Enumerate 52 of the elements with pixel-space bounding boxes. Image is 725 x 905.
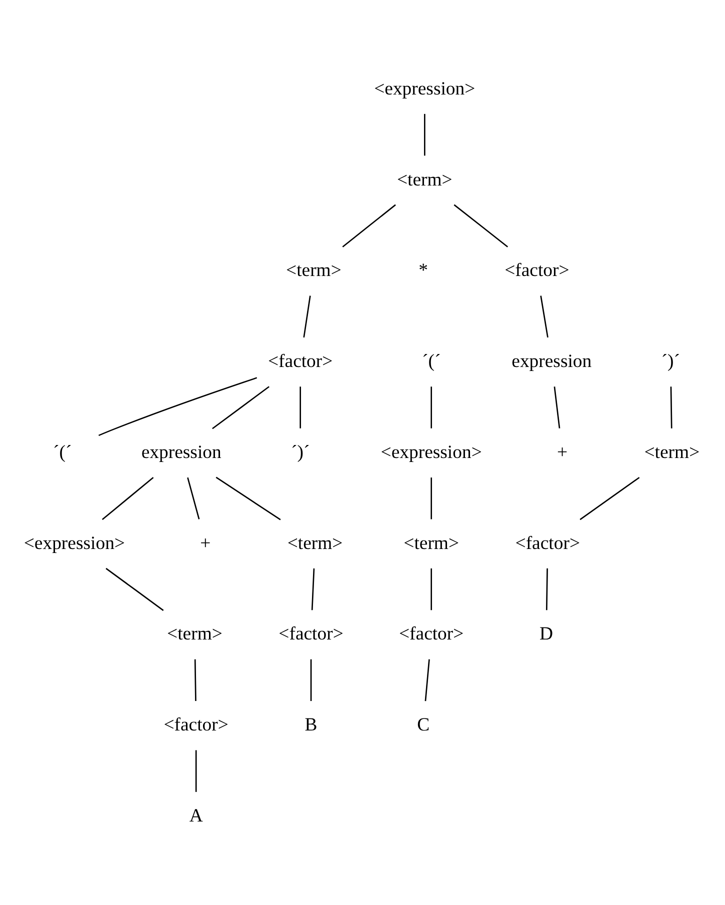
node-text: ´(´ xyxy=(422,350,441,372)
connector xyxy=(430,386,432,428)
connector xyxy=(311,568,315,610)
node-text: <expression> xyxy=(380,441,482,462)
node-text: <term> xyxy=(286,260,342,281)
node-text: B xyxy=(304,714,318,736)
node-text: + xyxy=(200,532,211,554)
node-text: <factor> xyxy=(278,623,344,644)
node-text: + xyxy=(557,441,568,462)
node-text: <term> xyxy=(287,532,343,554)
node-text: expression xyxy=(512,350,592,372)
connector xyxy=(670,386,672,428)
connector xyxy=(98,376,258,436)
connector xyxy=(546,568,548,610)
node-text: <term> xyxy=(404,532,460,554)
node-text: <factor> xyxy=(164,714,228,736)
connector xyxy=(430,568,432,610)
connector xyxy=(310,658,312,701)
node-text: <term> xyxy=(396,168,452,190)
node-text: C xyxy=(417,714,430,736)
node-text: <factor> xyxy=(515,532,580,554)
connector xyxy=(194,658,196,701)
node-text: <term> xyxy=(644,441,700,462)
node-text: <factor> xyxy=(398,623,464,644)
connector xyxy=(300,386,301,428)
connector xyxy=(106,567,164,610)
node-text: <expression> xyxy=(374,78,476,99)
connector xyxy=(540,295,548,338)
connector xyxy=(187,476,200,519)
connector xyxy=(303,295,311,338)
node-text: <term> xyxy=(167,623,222,644)
label: * xyxy=(418,260,428,281)
connector xyxy=(212,386,270,429)
node-text: expression xyxy=(141,441,222,462)
connector xyxy=(454,204,508,247)
connector xyxy=(195,750,197,792)
node-text: ´)´ xyxy=(661,350,680,372)
connector xyxy=(424,113,426,156)
node-text: <factor> xyxy=(504,260,570,281)
node-text: <expression> xyxy=(24,532,125,554)
connector xyxy=(424,658,430,701)
node-text: D xyxy=(540,623,554,644)
connector xyxy=(554,386,560,428)
node-text: ´)´ xyxy=(291,441,310,462)
node-text: <factor> xyxy=(268,350,333,372)
connector xyxy=(580,476,640,520)
connector xyxy=(216,476,281,520)
connector xyxy=(342,204,396,247)
connector xyxy=(430,477,432,519)
connector xyxy=(102,476,154,520)
node-text: A xyxy=(189,805,203,826)
node-text: ´(´ xyxy=(53,441,72,462)
